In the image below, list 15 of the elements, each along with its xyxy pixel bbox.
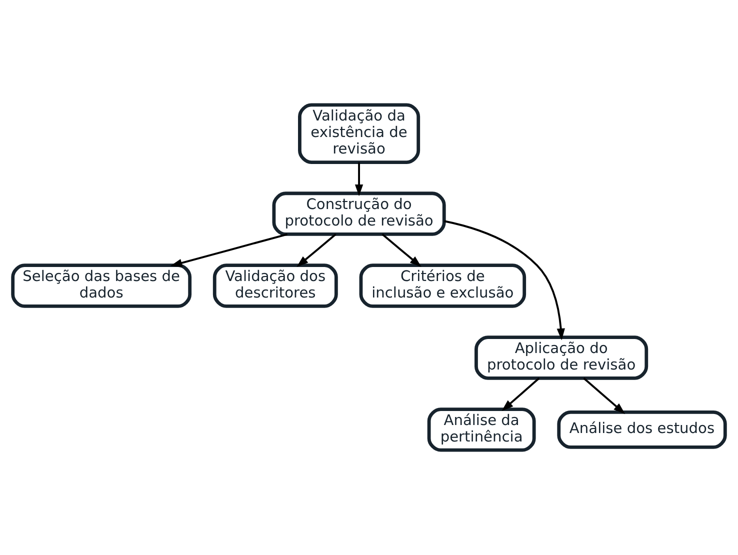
- node-box: Critérios de inclusão e exclusão: [359, 264, 526, 308]
- node-box: Seleção das bases de dados: [11, 264, 192, 308]
- node-box: Análise da pertinência: [427, 408, 536, 452]
- node-box: Validação dos descritores: [212, 264, 338, 308]
- arrow: [583, 377, 626, 414]
- arrow: [354, 162, 364, 196]
- arrow: [444, 220, 565, 340]
- node-box: Aplicação do protocolo de revisão: [474, 336, 648, 380]
- arrow: [502, 377, 540, 412]
- arrow: [296, 234, 336, 268]
- arrow: [382, 234, 422, 268]
- node-box: Análise dos estudos: [557, 410, 727, 449]
- node-box: Construção do protocolo de revisão: [272, 192, 446, 236]
- node-box: Validação da existência de revisão: [298, 103, 420, 164]
- arrow: [170, 233, 288, 267]
